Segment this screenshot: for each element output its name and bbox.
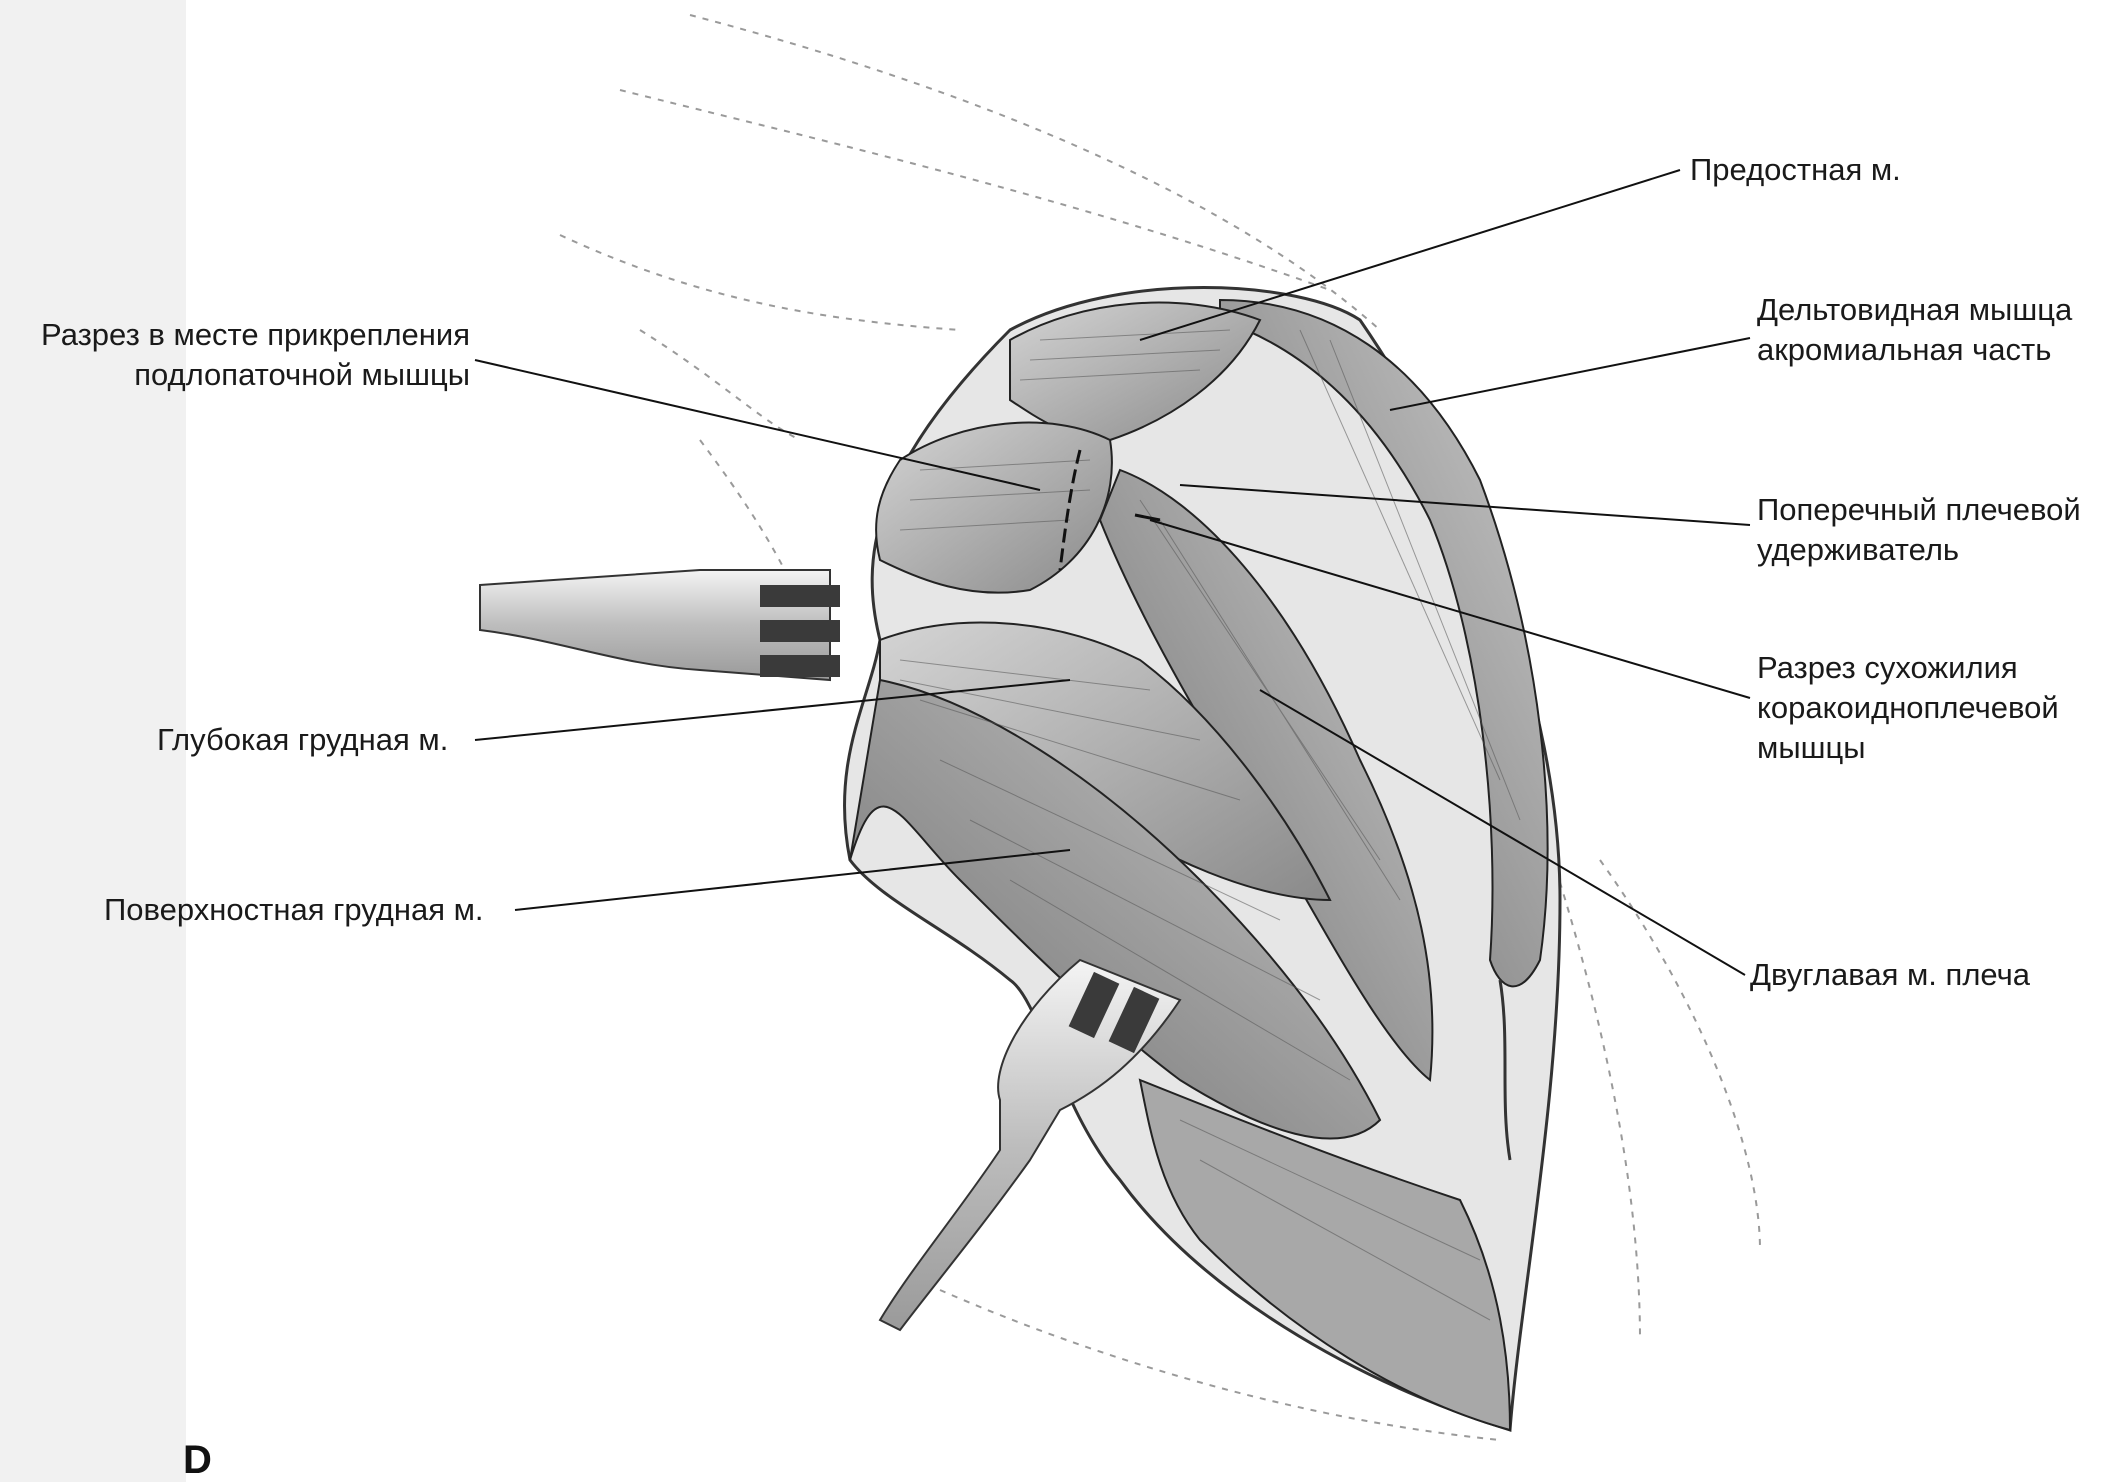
label-deltoid: Дельтовидная мышца акромиальная часть <box>1757 292 2073 367</box>
subscapularis-cut <box>1058 449 1082 571</box>
coracobrachialis-cut <box>1134 513 1161 522</box>
label-coracobrachialis-cut: Разрез сухожилия коракоидноплечевой мышц… <box>1757 650 2059 765</box>
label-transverse-retinaculum: Поперечный плечевой удерживатель <box>1757 492 2081 567</box>
retractor-lower <box>878 958 1182 1332</box>
label-superficial-pectoral: Поверхностная грудная м. <box>104 892 484 927</box>
lower-muscle-mass <box>1138 1078 1512 1432</box>
vessel <box>1498 979 1512 1161</box>
label-supraspinatus: Предостная м. <box>1690 152 1901 187</box>
muscle-fibers <box>899 329 1521 1321</box>
left-margin-strip <box>0 0 186 1482</box>
label-subscapularis-cut: Разрез в месте прикрепления подлопаточно… <box>41 317 470 392</box>
leader-lines <box>474 169 1751 976</box>
label-biceps: Двуглавая м. плеча <box>1750 957 2031 992</box>
deltoid-muscle <box>1219 298 1549 988</box>
label-deep-pectoral: Глубокая грудная м. <box>157 722 449 757</box>
panel-letter: D <box>183 1438 212 1482</box>
retractor-upper-left <box>479 569 840 682</box>
